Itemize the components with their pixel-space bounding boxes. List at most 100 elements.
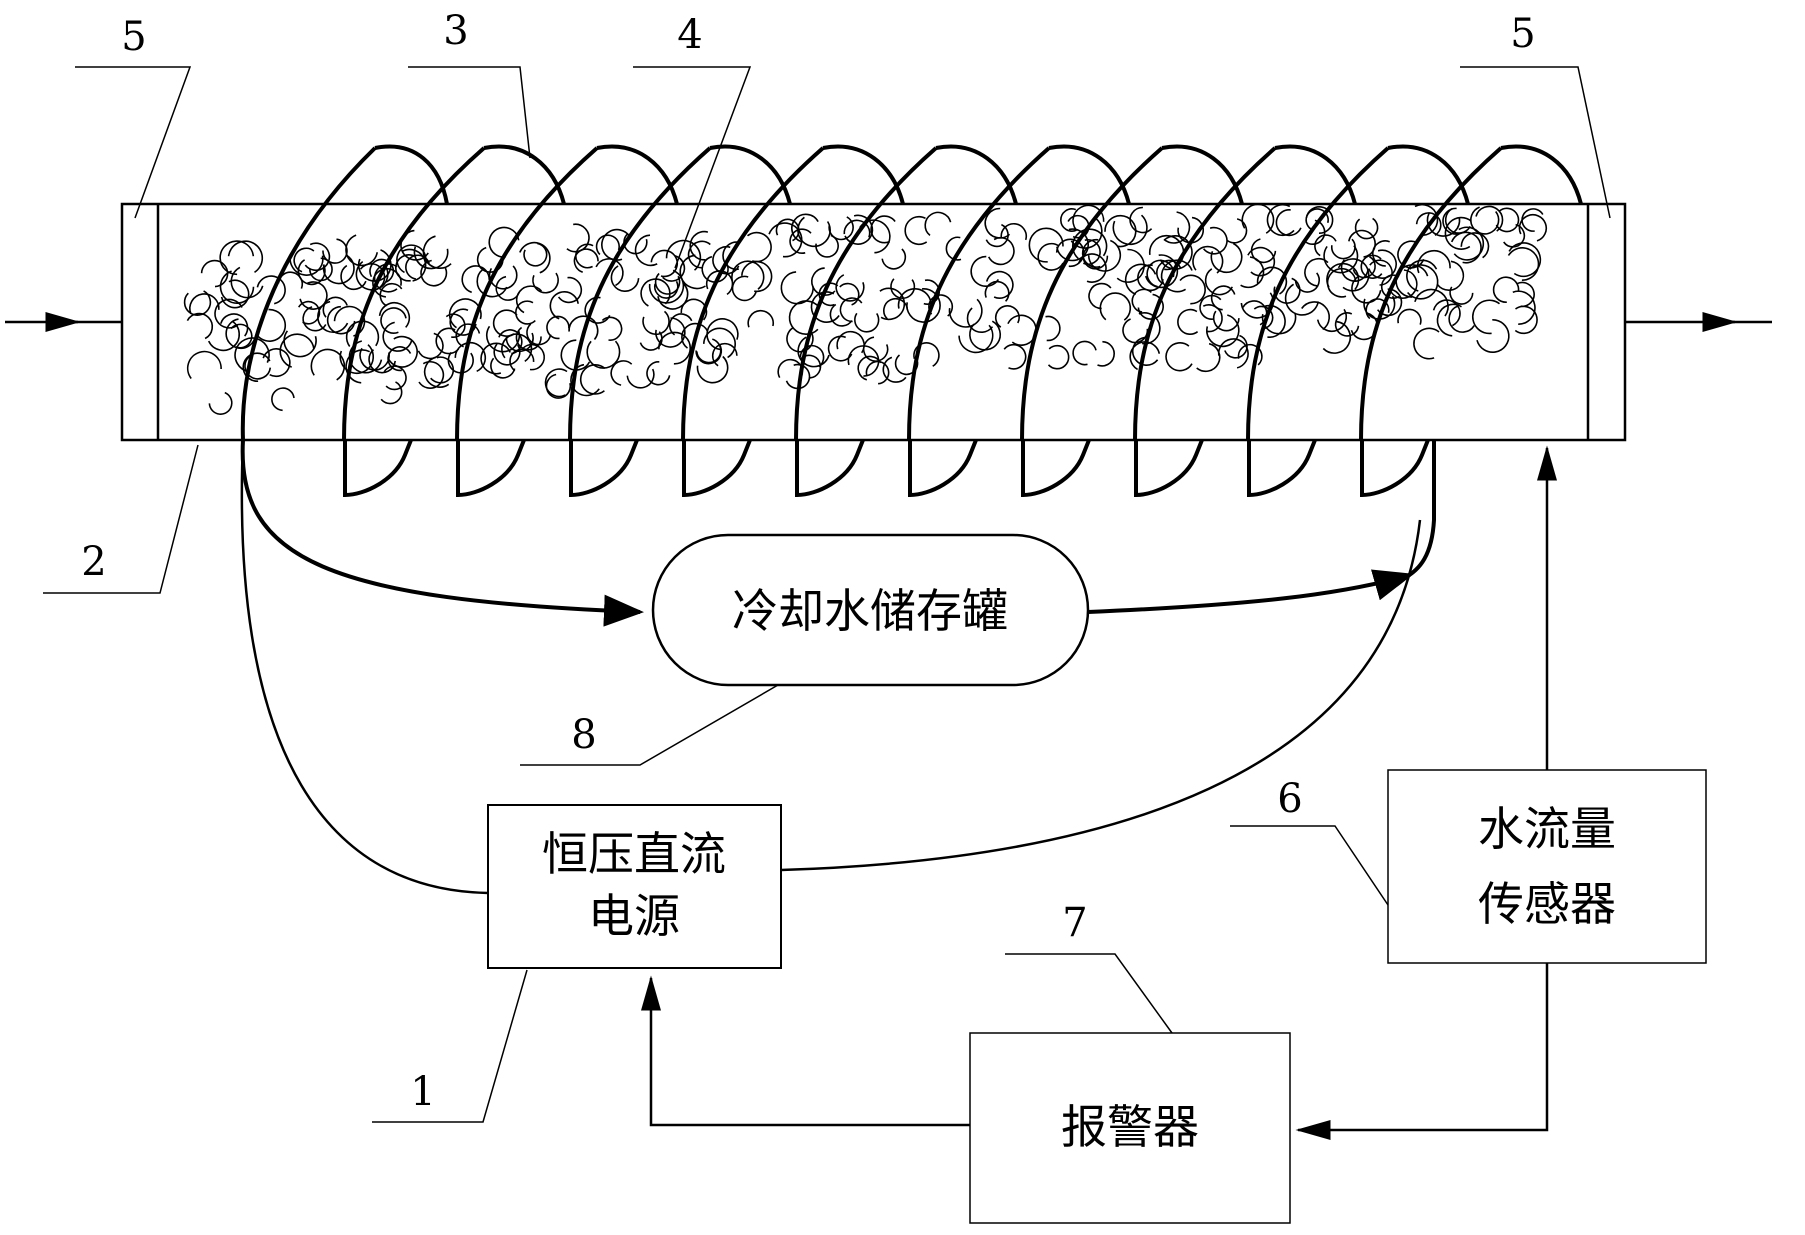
filling-granule xyxy=(775,218,800,242)
filling-granule xyxy=(747,309,775,328)
coil-front-arc xyxy=(1020,146,1164,441)
alarm-to-power-arrow xyxy=(641,975,970,1127)
filling-granule xyxy=(1131,336,1159,366)
filling-granule xyxy=(1082,239,1101,265)
filling-granule xyxy=(359,347,390,371)
filling-granule xyxy=(1129,341,1161,371)
filling-granule xyxy=(1210,242,1243,274)
filling-granule xyxy=(1165,342,1193,372)
filling-granule xyxy=(1512,290,1536,326)
filling-granule xyxy=(1521,208,1544,232)
filling-granule xyxy=(1314,234,1337,257)
power-supply-box xyxy=(487,804,782,969)
filling-granule xyxy=(488,265,518,290)
filling-granule xyxy=(1077,253,1107,283)
filling-granule xyxy=(1444,216,1472,250)
callout-1-leader xyxy=(372,969,528,1123)
filling-granule xyxy=(854,312,880,333)
power-supply-label-line2: 电源 xyxy=(588,889,680,943)
filling-granule xyxy=(255,308,287,342)
filling-granule xyxy=(310,348,346,381)
filling-granule xyxy=(333,305,366,337)
filling-granule xyxy=(679,254,706,290)
filling-granule xyxy=(668,313,693,336)
filling-granule xyxy=(283,330,317,358)
coil-front-arc xyxy=(907,146,1051,441)
filling-granule xyxy=(1037,242,1064,271)
filling-granule xyxy=(545,373,572,399)
filling-granule xyxy=(658,331,692,365)
filling-granule xyxy=(298,300,321,325)
filling-granule xyxy=(1202,304,1223,333)
filling-granule xyxy=(1450,231,1482,264)
filling-granule xyxy=(526,323,552,346)
power-supply-label-line1: 恒压直流 xyxy=(542,827,726,881)
filling-granule xyxy=(827,335,853,362)
filling-granule xyxy=(1177,308,1199,335)
filling-granule xyxy=(1199,294,1222,320)
filling-granule xyxy=(230,266,264,299)
filling-granule xyxy=(681,322,709,349)
filling-granule xyxy=(413,246,449,270)
filling-granule xyxy=(1351,275,1382,304)
filling-granule xyxy=(839,282,860,306)
filling-granule xyxy=(706,318,739,351)
filling-granule xyxy=(560,339,591,371)
filling-granule xyxy=(985,223,1009,248)
coil-front-arc xyxy=(1246,146,1390,441)
filling-granule xyxy=(712,245,740,275)
filling-granule xyxy=(1376,288,1403,317)
filling-granule xyxy=(1360,254,1383,279)
filling-granule xyxy=(1414,288,1449,317)
filling-granule xyxy=(461,265,491,294)
filling-granule xyxy=(546,315,570,340)
flow-sensor-box xyxy=(1387,769,1707,964)
coil-lower-hook xyxy=(1134,439,1204,498)
flow-sensor-label-line2: 传感器 xyxy=(1478,877,1616,931)
coil-upper-dome xyxy=(596,144,679,205)
filling-granule xyxy=(566,223,590,253)
callout-6-leader xyxy=(1230,825,1389,906)
filling-granule xyxy=(1340,259,1369,282)
power-wire-right xyxy=(780,519,1422,872)
filling-granule xyxy=(646,361,671,386)
filling-granule xyxy=(1316,308,1347,333)
callout-6: 6 xyxy=(1277,776,1302,822)
callout-4: 4 xyxy=(677,12,702,58)
filling-granule xyxy=(532,272,559,294)
coil-front-arc xyxy=(1359,146,1503,441)
filling-granule xyxy=(1507,247,1540,282)
coil-front-arc xyxy=(568,146,712,441)
filling-granule xyxy=(1202,226,1228,255)
filling-granule xyxy=(220,279,250,309)
filling-granule xyxy=(1196,342,1221,373)
filling-granule xyxy=(1514,305,1538,335)
filling-granule xyxy=(870,215,896,244)
filling-granule xyxy=(1138,312,1161,345)
filling-granule xyxy=(1444,207,1471,234)
filling-granule xyxy=(1492,276,1520,304)
filling-granule xyxy=(379,282,403,307)
filling-granule xyxy=(1460,232,1490,259)
filling-granule xyxy=(302,306,327,332)
filling-granule xyxy=(689,230,709,261)
filling-granule xyxy=(445,313,466,338)
coil-upper-dome xyxy=(1161,144,1244,205)
filling-granule xyxy=(1097,340,1115,367)
electromagnetic-coil xyxy=(240,144,1583,498)
filling-granule xyxy=(242,352,271,383)
filling-granule xyxy=(1354,217,1379,240)
coil-upper-dome xyxy=(374,144,449,205)
filling-granule xyxy=(1323,245,1359,274)
sensor-to-alarm-arrow xyxy=(1295,963,1549,1140)
filling-granule xyxy=(1397,240,1425,269)
filling-granule xyxy=(1368,249,1397,279)
filling-granule xyxy=(189,293,220,315)
filling-granule xyxy=(791,213,819,243)
filling-granule xyxy=(225,318,256,350)
filling-granule xyxy=(1448,305,1475,333)
filling-granule xyxy=(1160,259,1193,293)
filling-granule xyxy=(1137,264,1164,292)
filling-granule xyxy=(369,258,395,283)
